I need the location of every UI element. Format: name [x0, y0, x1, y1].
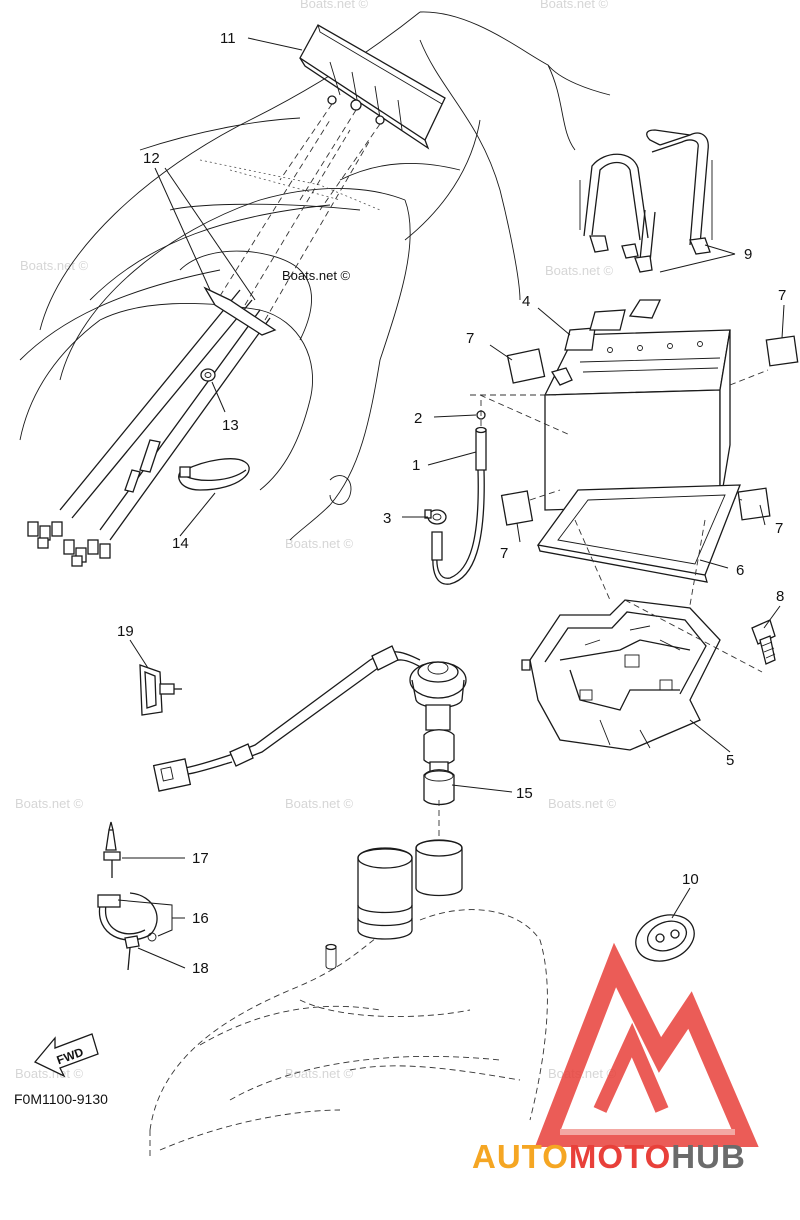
watermarks: Boats.net © Boats.net © Boats.net © Boat… [15, 0, 617, 1081]
leader-lines [117, 37, 785, 969]
label-part-13: 13 [222, 417, 239, 434]
logo: AUTOMOTOHUB [472, 942, 759, 1175]
label-part-14: 14 [172, 535, 189, 552]
label-part-10: 10 [682, 871, 699, 888]
watermark: Boats.net © [540, 0, 609, 11]
label-part-12: 12 [143, 150, 160, 167]
part-18-band [124, 935, 140, 971]
part-19-clamp [139, 664, 182, 716]
label-part-7-top-left: 7 [466, 330, 474, 347]
label-part-11: 11 [220, 30, 236, 47]
label-part-7-bottom-right: 7 [775, 520, 783, 537]
label-part-6: 6 [736, 562, 744, 579]
label-part-2: 2 [414, 410, 422, 427]
logo-text: AUTOMOTOHUB [472, 1138, 746, 1175]
part-labels: 11 12 13 14 4 7 7 2 1 3 7 7 6 8 9 5 19 1… [117, 30, 786, 977]
watermark: Boats.net © [285, 796, 354, 811]
watermark: Boats.net © [300, 0, 369, 11]
part-12-wire-harness [27, 119, 371, 567]
label-part-7-bottom-left: 7 [500, 545, 508, 562]
watermark-center: Boats.net © [282, 268, 351, 283]
part-9-battery-band [579, 129, 713, 273]
part-10-grommet [635, 914, 695, 962]
label-part-9: 9 [744, 246, 752, 263]
part-15-sensor-assembly [152, 645, 467, 806]
label-part-19: 19 [117, 623, 134, 640]
watermark: Boats.net © [15, 1066, 84, 1081]
hull-outline [19, 11, 611, 541]
logo-text-moto: MOTO [569, 1138, 671, 1175]
label-part-17: 17 [192, 850, 209, 867]
part-16-clamp [97, 892, 158, 942]
label-part-8: 8 [776, 588, 784, 605]
label-part-15: 15 [516, 785, 533, 802]
label-part-5: 5 [726, 752, 734, 769]
fuel-tank-outline [149, 800, 548, 1160]
watermark: Boats.net © [285, 1066, 354, 1081]
watermark: Boats.net © [548, 796, 617, 811]
label-part-18: 18 [192, 960, 209, 977]
watermark: Boats.net © [20, 258, 89, 273]
fwd-arrow: FWD [33, 1033, 99, 1078]
label-part-4: 4 [522, 293, 530, 310]
part-8-bolt [751, 619, 776, 665]
part-11-cover [279, 24, 446, 211]
watermark: Boats.net © [545, 263, 614, 278]
part-1-breather-pipe [431, 400, 487, 585]
label-part-1: 1 [412, 457, 420, 474]
part-3-hose-clamp [424, 509, 447, 525]
logo-text-hub: HUB [671, 1138, 746, 1175]
part-6-battery-mat [536, 484, 741, 583]
part-5-battery-box [521, 519, 763, 751]
part-2-clip [476, 410, 486, 420]
watermark: Boats.net © [15, 796, 84, 811]
label-part-7-top-right: 7 [778, 287, 786, 304]
label-part-3: 3 [383, 510, 391, 527]
watermark: Boats.net © [285, 536, 354, 551]
logo-mark [534, 942, 759, 1147]
logo-text-auto: AUTO [472, 1138, 569, 1175]
drawing-code: F0M1100-9130 [14, 1091, 108, 1107]
part-4-battery [470, 299, 731, 511]
part-13-grommet [200, 368, 216, 382]
label-part-16: 16 [192, 910, 209, 927]
part-14-cable-tie [178, 458, 250, 491]
part-17-rivet [103, 821, 121, 878]
